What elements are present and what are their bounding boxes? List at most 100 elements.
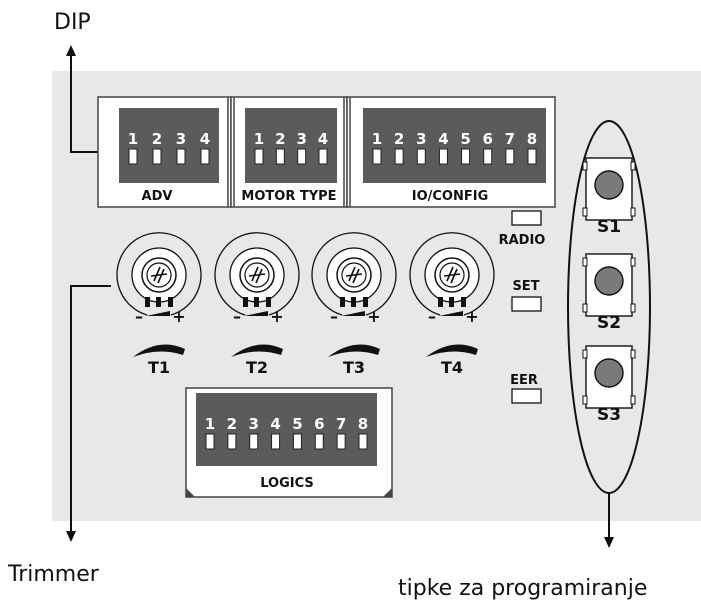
push-button-pin [630,395,636,405]
logics-corner-left [186,488,195,497]
trimmer-t1[interactable]: –+T1 [116,232,202,377]
trimmer-t4[interactable]: –+T4 [409,232,495,377]
dip-switch-lever[interactable] [336,433,346,450]
dip-switch-lever[interactable] [438,148,448,165]
logics-corner-right [383,488,392,497]
led-label: SET [512,279,539,294]
dip-block-label: LOGICS [260,476,314,491]
trimmer-label: T1 [148,358,170,377]
trimmer-scale-arc [133,344,185,357]
trimmer-range-wedge [244,311,268,316]
push-button-pin [582,257,588,267]
dip-switch-number: 6 [314,415,324,433]
dip-switch-lever[interactable] [275,148,285,165]
dip-switch-number: 1 [128,130,138,148]
push-button-pin [630,161,636,171]
dip-switch-lever[interactable] [372,148,382,165]
led-label: EER [510,373,538,388]
dip-switch-lever[interactable] [292,433,302,450]
push-button-pin [582,161,588,171]
led-layer: RADIO SET EER [499,210,545,404]
dip-switch-lever[interactable] [200,148,210,165]
dip-block-label: MOTOR TYPE [241,189,336,204]
trimmer-scale-arc [328,344,380,357]
trimmer-screw-slot [150,266,168,284]
dip-switch-lever[interactable] [152,148,162,165]
trimmer-pin [168,297,173,307]
trimmer-pin [145,297,150,307]
trimmer-range-wedge [146,311,170,316]
push-button-s3[interactable]: S3 [582,345,636,425]
buttons-caption: tipke za programiranje [398,576,648,601]
dip-switch-lever[interactable] [318,148,328,165]
dip-block-label: IO/CONFIG [412,189,489,204]
dip-caption: DIP [54,10,91,35]
push-button-cap[interactable] [594,266,624,296]
dip-switch-lever[interactable] [128,148,138,165]
dip-switch-lever[interactable] [461,148,471,165]
dip-switch-number: 3 [248,415,258,433]
trimmer-outer-ring [214,232,300,316]
dip-switch-lever[interactable] [227,433,237,450]
trimmer-scale-arc [231,344,283,357]
push-button-label: S2 [597,313,621,333]
trimmer-label: T2 [246,358,268,377]
trimmer-knob-inner [244,262,270,288]
trimmer-screw-slot [248,266,266,284]
dip-switch-number: 1 [205,415,215,433]
dip-switch-lever[interactable] [249,433,259,450]
dip-switch-lever[interactable] [483,148,493,165]
trimmer-minus-sign: – [330,307,338,326]
dip-switch-lever[interactable] [394,148,404,165]
dip-switch-number: 4 [200,130,210,148]
trimmer-outer-ring [116,232,202,316]
dip-switch-number: 4 [270,415,280,433]
push-button-cap[interactable] [594,170,624,200]
dip-switch-lever[interactable] [527,148,537,165]
trimmer-t3[interactable]: –+T3 [311,232,397,377]
push-button-label: S3 [597,405,621,425]
dip-block-body [245,108,337,183]
trimmer-pin [243,297,248,307]
dip-switch-lever[interactable] [505,148,515,165]
push-button-cap[interactable] [594,358,624,388]
dip-switch-number: 7 [336,415,346,433]
push-button-s1[interactable]: S1 [582,157,636,237]
trimmer-label: T4 [441,358,463,377]
push-button-pin [582,349,588,359]
dip-switch-lever[interactable] [358,433,368,450]
dip-switch-lever[interactable] [205,433,215,450]
dip-switch-number: 5 [292,415,302,433]
trimmer-label: T3 [343,358,365,377]
trimmer-pin [438,297,443,307]
dip-switch-lever[interactable] [416,148,426,165]
dip-pointer-arrow [66,45,109,153]
push-button-pin [582,395,588,405]
dip-switch-lever[interactable] [254,148,264,165]
dip-switch-number: 7 [505,130,515,148]
dip-switch-number: 4 [318,130,328,148]
push-button-s2[interactable]: S2 [582,253,636,333]
led-indicator [511,296,542,312]
dip-switch-lever[interactable] [271,433,281,450]
dip-switch-number: 3 [176,130,186,148]
push-button-label: S1 [597,217,621,237]
trimmer-plus-sign: + [270,307,283,326]
dip-switch-number: 2 [275,130,285,148]
dip-switch-lever[interactable] [176,148,186,165]
led-indicator [511,388,542,404]
dip-switch-lever[interactable] [314,433,324,450]
trimmer-minus-sign: – [233,307,241,326]
dip-switch-number: 1 [254,130,264,148]
buttons-pointer-arrow [604,492,614,548]
trimmer-plus-sign: + [465,307,478,326]
dip-block-body [196,393,377,466]
led-set: SET [511,279,542,312]
led-radio: RADIO [499,210,545,248]
trimmer-t2[interactable]: – + T2 [214,232,300,377]
trimmer-screw-slot [345,266,363,284]
dip-switch-lever[interactable] [297,148,307,165]
